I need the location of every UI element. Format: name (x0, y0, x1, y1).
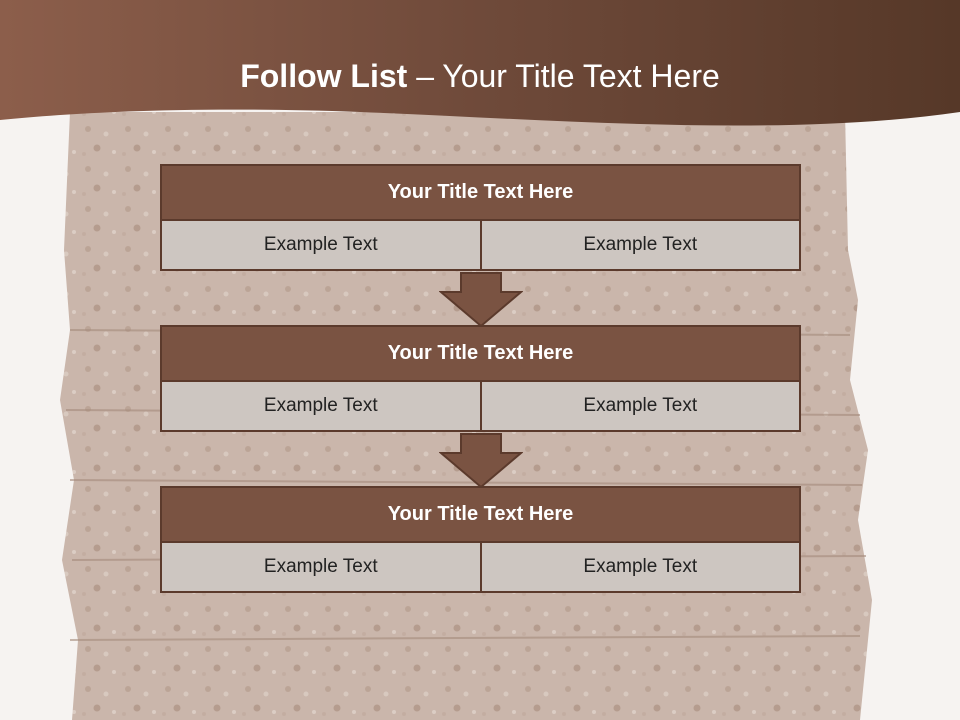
down-arrow-icon (439, 272, 523, 328)
cell-left: Example Text (160, 382, 482, 432)
block-title: Your Title Text Here (160, 325, 801, 382)
header-band (0, 0, 960, 126)
title-rest: – Your Title Text Here (416, 58, 720, 94)
block-row: Example Text Example Text (160, 543, 801, 593)
flow-block-3: Your Title Text Here Example Text Exampl… (160, 486, 801, 593)
cell-left: Example Text (160, 221, 482, 271)
block-title: Your Title Text Here (160, 486, 801, 543)
cell-right: Example Text (481, 543, 801, 593)
cell-right: Example Text (481, 221, 801, 271)
title-bold: Follow List (240, 58, 417, 94)
down-arrow-icon (439, 433, 523, 489)
cell-left: Example Text (160, 543, 482, 593)
flow-block-2: Your Title Text Here Example Text Exampl… (160, 325, 801, 432)
block-title: Your Title Text Here (160, 164, 801, 221)
block-row: Example Text Example Text (160, 221, 801, 271)
cell-right: Example Text (481, 382, 801, 432)
flow-block-1: Your Title Text Here Example Text Exampl… (160, 164, 801, 271)
block-row: Example Text Example Text (160, 382, 801, 432)
slide-title: Follow List – Your Title Text Here (0, 56, 960, 96)
